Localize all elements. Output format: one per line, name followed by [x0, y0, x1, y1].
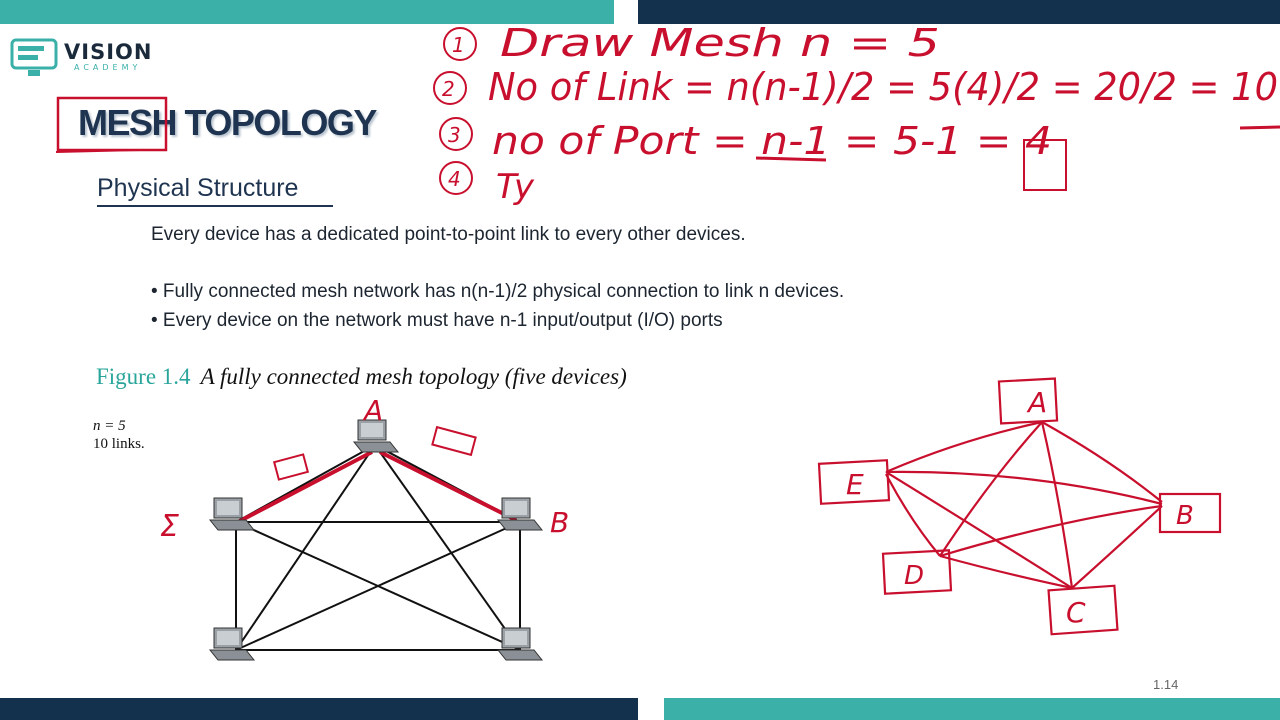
step-1-text: Draw Mesh n = 5: [500, 21, 940, 65]
figure-n-label: n = 5: [93, 418, 126, 434]
brand-logo: [8, 36, 178, 80]
step-3-text: no of Port = n-1 = 5-1 = 4: [492, 119, 1052, 163]
link-mark-box-1: [272, 453, 310, 481]
step-3-marker: [439, 117, 473, 151]
n-minus-1-underline: [755, 156, 827, 162]
label-a-right: A: [1026, 386, 1047, 419]
bottom-bar-navy: [0, 698, 638, 720]
bottom-bar-teal: [664, 698, 1280, 720]
page-title: MESH TOPOLOGY: [78, 102, 377, 143]
subtitle-underline: [97, 205, 333, 207]
label-b-right: B: [1176, 501, 1194, 531]
step-4-marker: [439, 161, 473, 195]
label-d-right: D: [904, 561, 924, 591]
laptop-icon-d: [208, 627, 256, 661]
label-a-left: A: [362, 394, 383, 427]
mesh-links: [235, 444, 521, 651]
intro-text: Every device has a dedicated point-to-po…: [151, 224, 746, 245]
label-e-right: E: [846, 468, 864, 501]
page-number: 1.14: [1153, 677, 1179, 692]
section-subtitle: Physical Structure: [97, 174, 299, 202]
title-highlight-box: [56, 96, 168, 152]
bullet-1: • Fully connected mesh network has n(n-1…: [151, 281, 845, 302]
step-3-number: 3: [448, 123, 461, 147]
laptop-icon-a: [352, 419, 400, 453]
monitor-logo-icon: [10, 38, 58, 76]
figure-caption: Figure 1.4 A fully connected mesh topolog…: [96, 364, 627, 390]
laptop-icon-c: [496, 627, 544, 661]
step-2-number: 2: [442, 77, 455, 101]
step-2-text: No of Link = n(n-1)/2 = 5(4)/2 = 20/2 = …: [488, 65, 1278, 109]
bullet-2: • Every device on the network must have …: [151, 310, 723, 331]
highlighted-links: [237, 450, 517, 524]
figure-caption-text: A fully connected mesh topology (five de…: [200, 364, 627, 389]
step-4-text: Ty: [496, 167, 535, 207]
link-mark-box-2: [431, 425, 477, 457]
brand-name: VISION: [64, 40, 153, 64]
brand-sub: ACADEMY: [74, 63, 142, 72]
label-c-right: C: [1066, 596, 1086, 629]
figure-links-label: 10 links.: [93, 436, 145, 452]
label-b-left: B: [550, 506, 569, 539]
port-answer-box: [1023, 139, 1067, 191]
laptop-icon-e: [208, 497, 256, 531]
hand-drawn-mesh: [817, 377, 1222, 636]
figure-number: Figure 1.4: [96, 364, 191, 389]
step-4-number: 4: [448, 167, 461, 191]
step-2-marker: [433, 71, 467, 105]
laptop-icon-b: [496, 497, 544, 531]
top-bar-navy: [638, 0, 1280, 24]
top-bar-teal: [0, 0, 614, 24]
step-1-marker: [443, 27, 477, 61]
step-1-number: 1: [452, 33, 465, 57]
label-e-left: Σ: [160, 509, 179, 544]
